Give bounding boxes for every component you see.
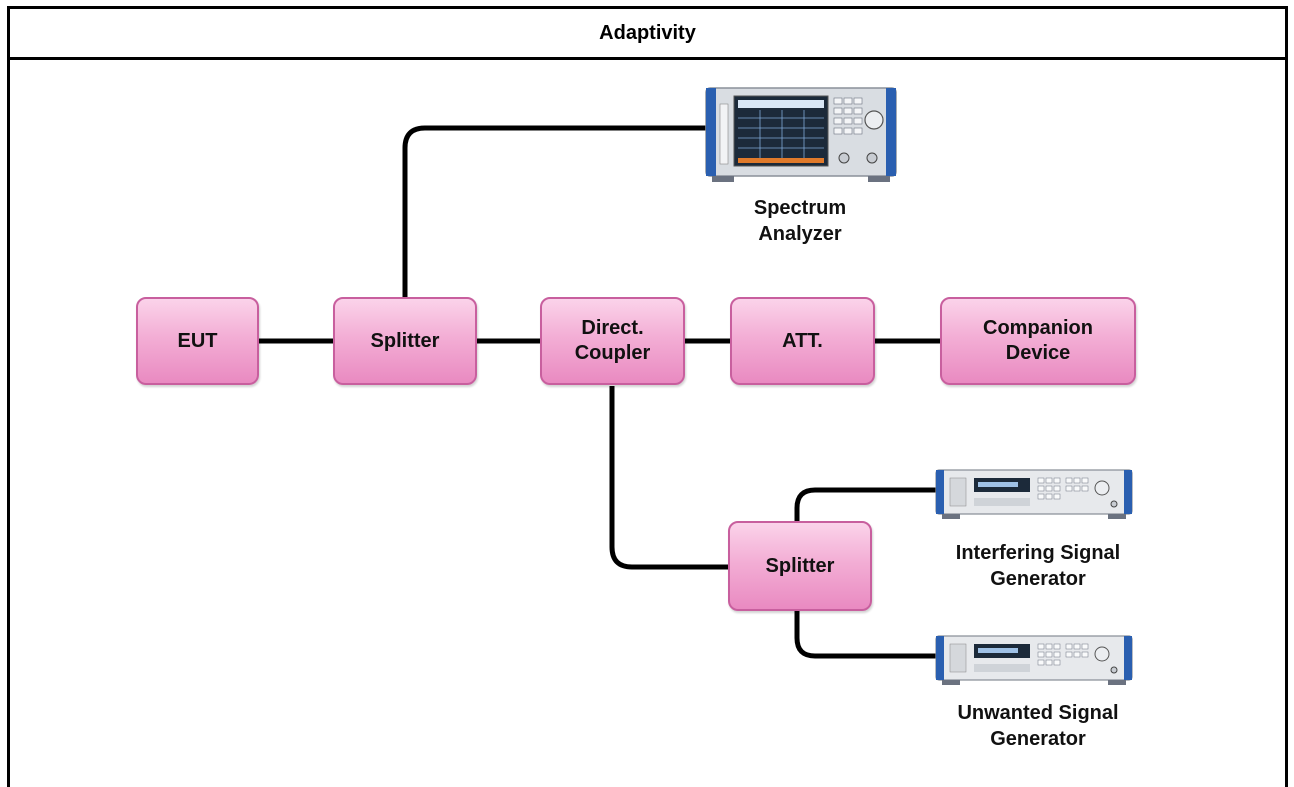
eut-label: EUT — [177, 329, 218, 352]
directional-coupler-box: Direct. Coupler — [540, 297, 685, 385]
sub-splitter-box: Splitter — [728, 521, 872, 611]
directional-coupler-label: Direct. Coupler — [574, 317, 651, 364]
spectrum-analyzer-label: Spectrum Analyzer — [753, 197, 847, 245]
wire-subsplitter-unwanted — [794, 610, 938, 659]
diagram-title: Adaptivity — [599, 21, 696, 44]
wire-subsplitter-interfering — [794, 487, 938, 522]
splitter-label: Splitter — [370, 329, 440, 352]
interfering-generator-label: Interfering Signal Generator — [955, 542, 1121, 590]
attenuator-box: ATT. — [730, 297, 875, 385]
wire-splitter-analyzer — [402, 125, 708, 297]
unwanted-generator-label: Unwanted Signal Generator — [957, 702, 1119, 750]
splitter-box: Splitter — [333, 297, 477, 385]
frame-right-border — [1285, 57, 1288, 787]
sub-splitter-label: Splitter — [765, 554, 835, 577]
title-bar: Adaptivity — [7, 6, 1288, 60]
eut-box: EUT — [136, 297, 259, 385]
attenuator-label: ATT. — [782, 329, 823, 352]
companion-device-box: Companion Device — [940, 297, 1136, 385]
wire-coupler-subsplitter — [609, 386, 729, 570]
companion-device-label: Companion Device — [983, 317, 1093, 364]
spectrum-analyzer-icon — [705, 87, 897, 182]
frame-left-border — [7, 57, 10, 787]
signal-generator-icon — [935, 469, 1133, 519]
signal-generator-icon — [935, 635, 1133, 685]
